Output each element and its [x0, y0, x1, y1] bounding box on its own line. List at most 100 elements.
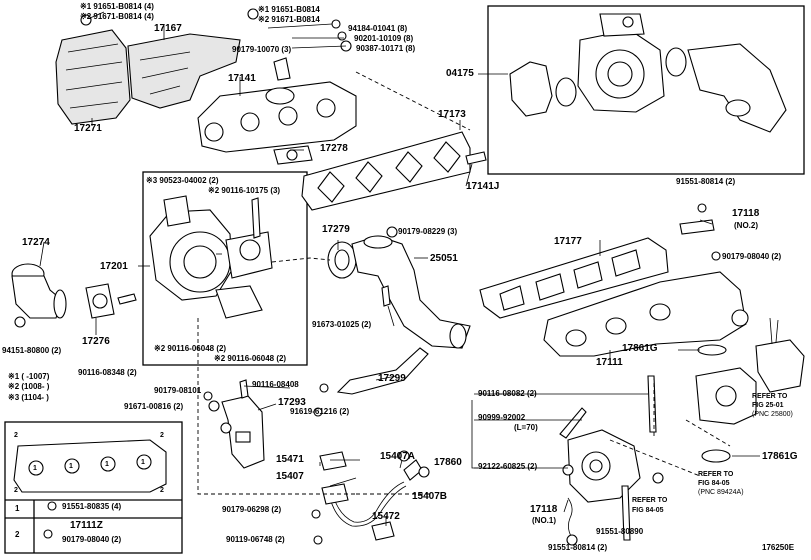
part-number-label: 94151-80800 (2): [2, 346, 62, 355]
part-callout-17299: 17299: [378, 373, 406, 384]
part-number-label: 91671-00816 (2): [124, 402, 184, 411]
reference-note: FIG 84-05: [632, 507, 664, 514]
nut-icon: [331, 19, 341, 29]
nut-icon: [14, 316, 26, 328]
part-callout-17173: 17173: [438, 109, 466, 120]
bracket-17299: [336, 347, 429, 395]
reference-note: FIG 84-05: [698, 480, 730, 487]
part-number-label: ※2 91671-B0814 (4): [80, 12, 154, 21]
egr-valve: [695, 317, 805, 425]
stud-icon: [273, 57, 291, 81]
nut-icon: [319, 383, 329, 393]
heat-insulator-17271: [55, 29, 131, 125]
bolt-icon: [566, 534, 578, 546]
bolt-icon: [43, 529, 53, 539]
part-number-label: 90179-08040 (2): [62, 535, 122, 544]
bolt-icon: [247, 8, 259, 20]
bolt-icon: [313, 407, 323, 417]
dashed-guides: [197, 71, 731, 495]
bracket-15472: [371, 521, 395, 541]
part-number-label: 90201-10109 (8): [354, 34, 414, 43]
part-number-label: ※2 90116-06048 (2): [214, 354, 287, 363]
part-callout-17111z: 17111Z: [70, 520, 103, 531]
part-number-label: 91551-80835 (4): [62, 502, 122, 511]
legend-marker: 1: [105, 461, 109, 468]
assembly-box-04175: [487, 5, 805, 175]
exhaust-pipe-25051: [351, 235, 471, 349]
legend-marker: 1: [33, 465, 37, 472]
bolt-icon: [313, 535, 323, 545]
part-number-label: 91551-80814 (2): [548, 543, 608, 552]
egr-cooler-17860: [559, 375, 657, 541]
legend-marker: 2: [14, 487, 18, 494]
pipe-15407: [319, 451, 423, 527]
part-number-label: 90116-08082 (2): [478, 389, 537, 398]
nut-icon: [311, 509, 321, 519]
part-callout-15407: 15407: [276, 471, 304, 482]
turbocharger-17201: [149, 195, 273, 319]
heat-insulator-17167: [127, 33, 241, 109]
footnote: ※1 ( -1007): [8, 372, 50, 381]
gasket-17177: [479, 237, 669, 319]
part-callout-04175: 04175: [446, 68, 474, 79]
washer-icon: [203, 391, 213, 401]
part-number-label: ※2 90116-06048 (2): [154, 344, 227, 353]
gasket-17861g-upper: [697, 344, 727, 356]
part-note: (NO.1): [532, 516, 556, 525]
part-number-label: (L=70): [514, 423, 538, 432]
part-number-label: 94184-01041 (8): [348, 24, 408, 33]
legend-row-number: 2: [15, 530, 20, 539]
part-callout-25051: 25051: [430, 253, 458, 264]
part-number-label: ※3 90523-04002 (2): [146, 176, 219, 185]
gasket-17279: [327, 241, 357, 279]
gasket-17861g-lower: [701, 449, 731, 463]
gasket-15407b: [418, 466, 430, 478]
part-number-label: 90179-08229 (3): [398, 227, 458, 236]
bolt-icon: [381, 285, 391, 307]
part-number-label: 90179-08040 (2): [722, 252, 782, 261]
reference-note: FIG 25-01: [752, 402, 784, 409]
part-number-label: 91619-61216 (2): [290, 407, 350, 416]
reference-note: REFER TO: [752, 393, 788, 400]
part-number-label: 91551-80814 (2): [676, 177, 736, 186]
part-callout-17860: 17860: [434, 457, 462, 468]
gasket-17276: [85, 283, 115, 319]
part-callout-17141j: 17141J: [466, 181, 500, 192]
leader-lines: [39, 11, 760, 526]
part-number-label: 90116-08348 (2): [78, 368, 137, 377]
nut-icon: [562, 464, 574, 476]
part-callout-17274: 17274: [22, 237, 50, 248]
reference-note: (PNC 89424A): [698, 489, 744, 496]
part-callout-17167: 17167: [154, 23, 182, 34]
reference-note: REFER TO: [698, 471, 734, 478]
bolt-icon: [697, 203, 707, 213]
legend-marker: 2: [160, 432, 164, 439]
legend-marker: 1: [69, 463, 73, 470]
bracket-17118-no1: [567, 497, 573, 539]
part-callout-15472: 15472: [372, 511, 400, 522]
gasket-17278: [273, 145, 313, 165]
part-number-label: 90179-08101: [154, 386, 202, 395]
intake-manifold-17111: [543, 271, 749, 357]
part-note: (NO.2): [734, 221, 758, 230]
part-callout-17177: 17177: [554, 236, 582, 247]
bolt-icon: [220, 422, 232, 434]
bolt-icon: [80, 14, 92, 26]
legend-manifold-drawing: [13, 439, 167, 493]
bolt-icon: [47, 501, 57, 511]
legend-row-number: 1: [15, 504, 20, 513]
part-callout-17278: 17278: [320, 143, 348, 154]
part-number-label: 90116-08408: [252, 380, 299, 389]
part-number-label: ※1 91651-B0814 (4): [80, 2, 154, 11]
catalog-code: 176250E: [762, 543, 795, 552]
turbo-assembly-04175: [509, 13, 787, 133]
gasket-15407a: [398, 450, 410, 462]
part-number-label: 90179-10070 (3): [232, 45, 292, 54]
legend-marker: 2: [160, 487, 164, 494]
part-number-label: 91551-80890: [596, 527, 644, 536]
legend-box: [4, 421, 183, 554]
nut-icon: [386, 226, 398, 238]
stud-icon: [239, 379, 249, 399]
